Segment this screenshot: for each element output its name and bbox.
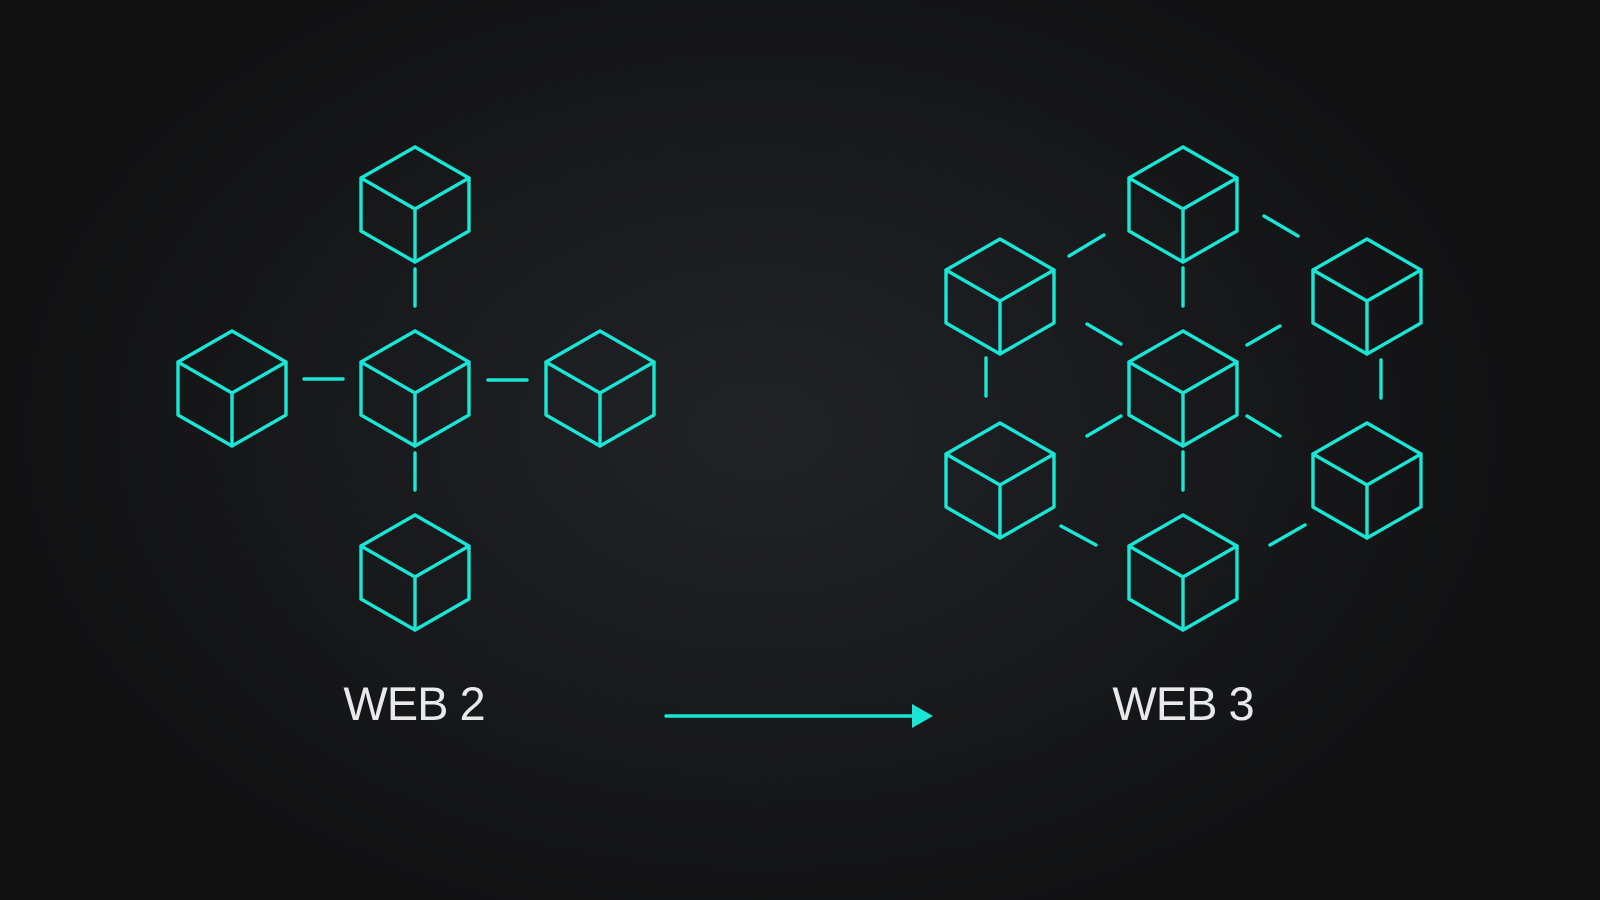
web3-bottom-cube-icon [1127,513,1239,632]
web2-top-cube-icon [359,145,471,264]
web3-lower-left-cube-icon [944,421,1056,540]
web3-edge-ll-center [1085,414,1123,438]
web3-center-cube-icon [1127,329,1239,448]
connection-lines [302,214,1383,547]
web3-top-cube-icon [1127,145,1239,264]
web3-edge-ul-top [1067,233,1106,258]
web3-edge-lr-center [1245,414,1282,438]
web2-left-cube-icon [176,329,288,448]
arrow-right-icon [664,704,933,728]
web2-label: WEB 2 [343,677,485,730]
web2-right-cube-icon [544,329,656,448]
arrow-head [912,704,933,728]
web3-edge-ur-center [1245,324,1282,347]
web3-edge-bottom-lr [1268,523,1307,547]
web3-lower-right-cube-icon [1311,421,1423,540]
web3-upper-right-cube-icon [1311,237,1423,356]
web3-edge-top-ur [1262,214,1300,238]
web3-label: WEB 3 [1112,677,1254,730]
web2-hub-cube-icon [359,329,471,448]
web3-upper-left-cube-icon [944,237,1056,356]
web2-bottom-cube-icon [359,513,471,632]
web3-edge-ul-center [1085,322,1123,346]
web3-edge-ll-bottom [1059,524,1098,547]
node-group [176,145,1423,632]
